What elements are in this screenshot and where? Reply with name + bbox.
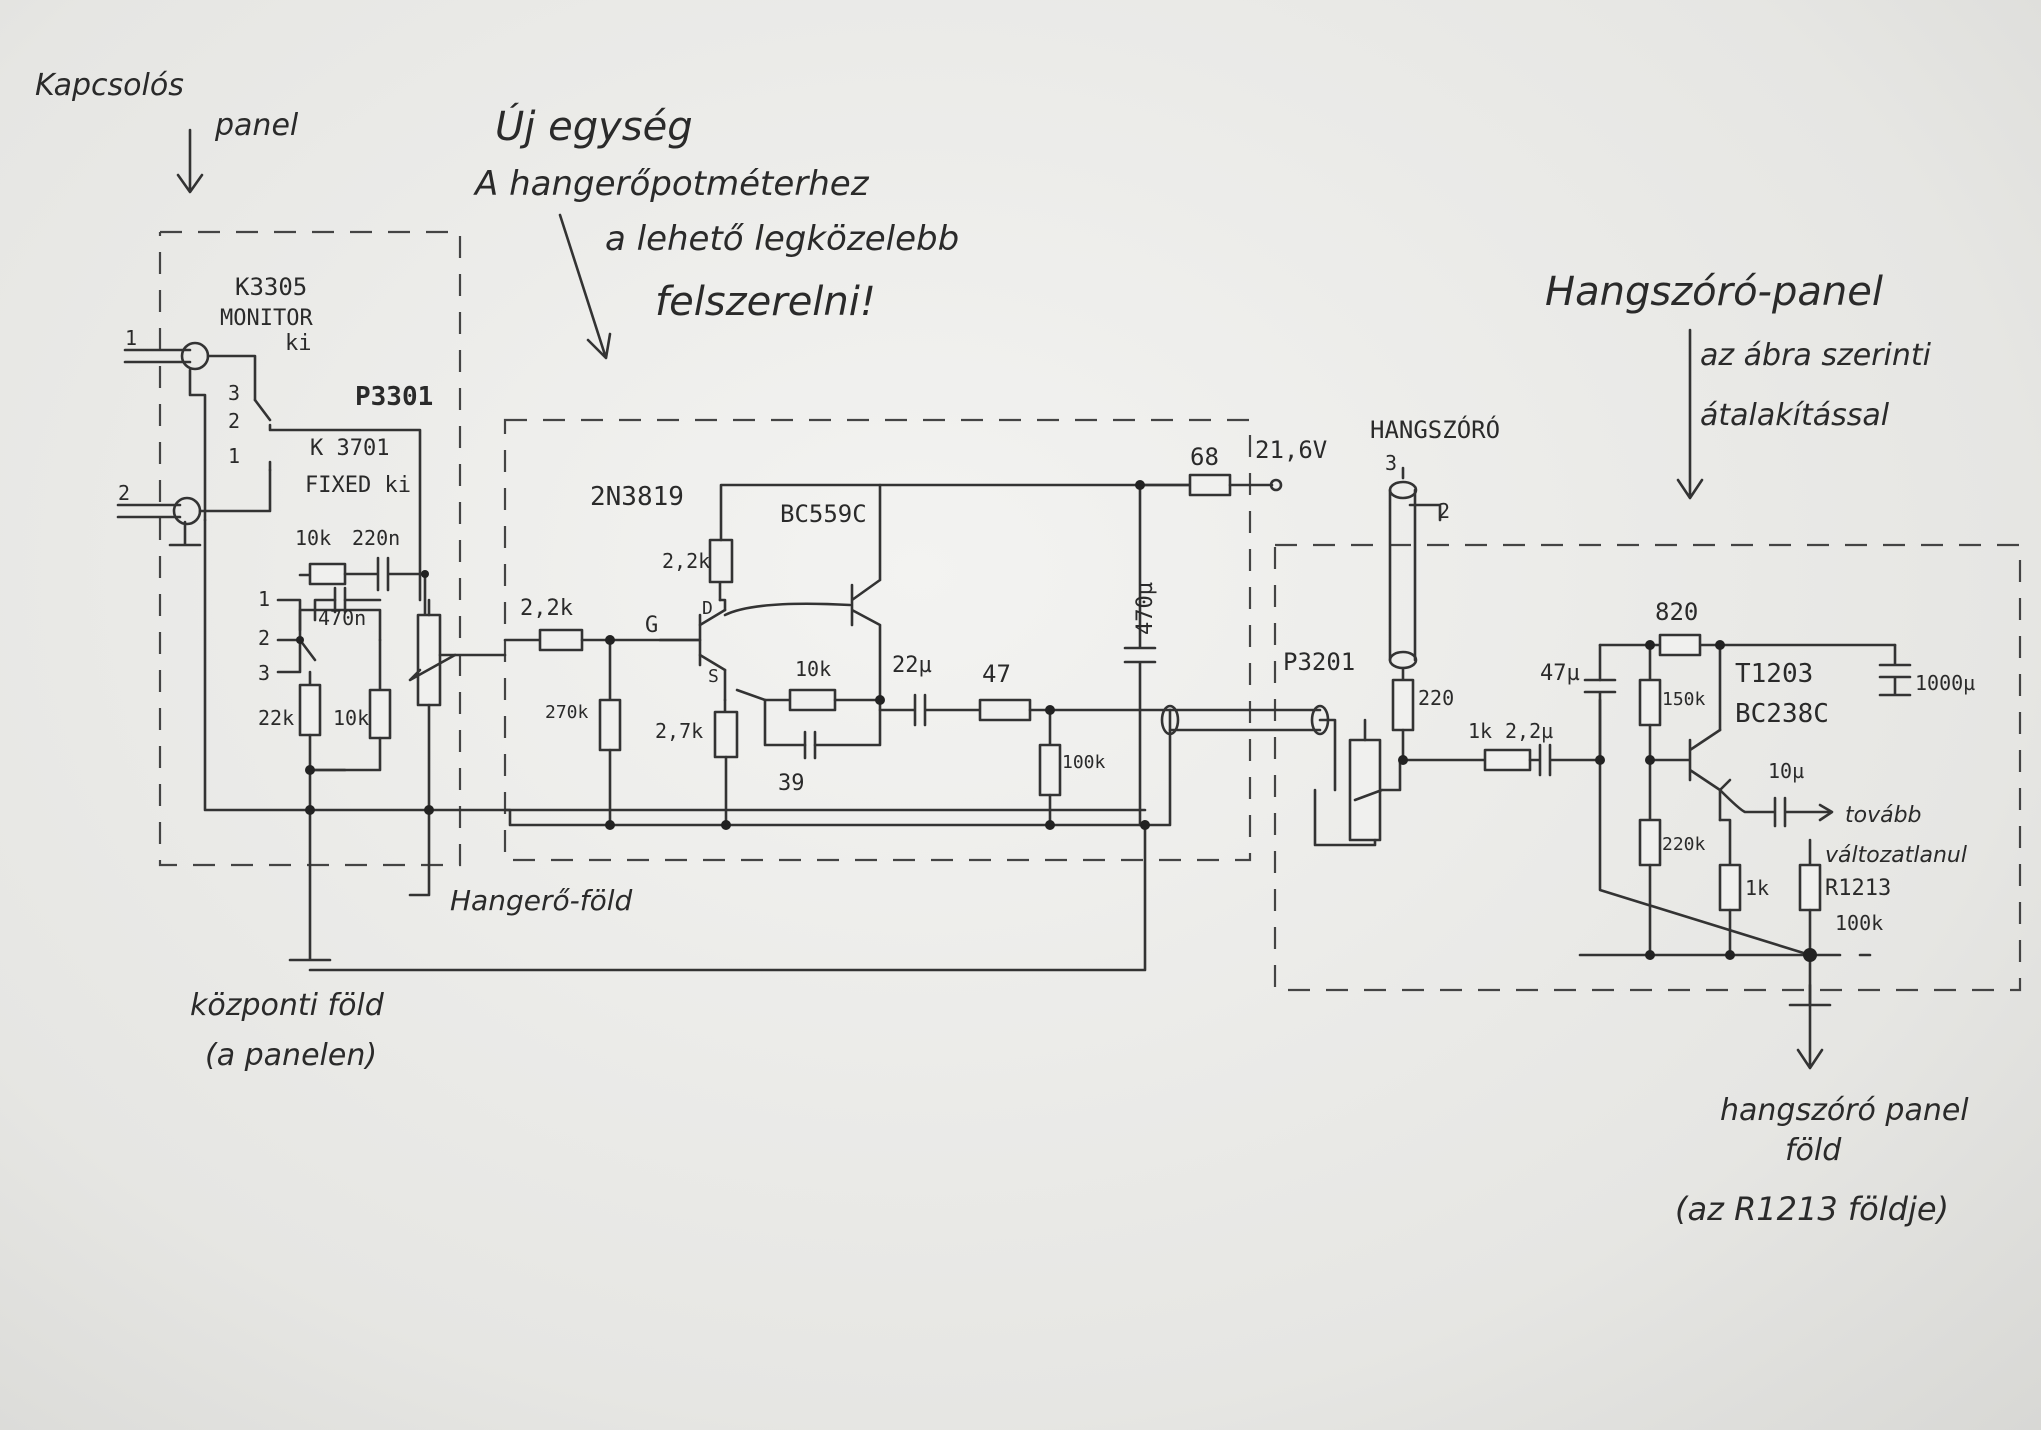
label-spk-pin3: 3 (1385, 451, 1397, 475)
label-r2-7k: 2,7k (655, 719, 703, 743)
label-2n3819: 2N3819 (590, 482, 684, 512)
hangszoro-line3: átalakítással (1700, 398, 1890, 433)
label-pot-pin2: 2 (258, 626, 270, 650)
label-sw-pin3: 3 (228, 381, 240, 405)
label-r820: 820 (1655, 598, 1698, 626)
annotation-hangszoro-fold: hangszóró panel föld (az R1213 földje) (1675, 1093, 1969, 1228)
uj-egyseg-boundary (503, 418, 1252, 862)
label-r22k: 22k (258, 706, 294, 730)
label-p3201: P3201 (1283, 648, 1355, 676)
label-spk-pin2: 2 (1438, 499, 1450, 523)
label-hangszoro: HANGSZÓRÓ (1370, 414, 1500, 444)
hangero-fold-label: Hangerő-föld (450, 884, 632, 917)
arrow-kapcsolo (176, 128, 204, 194)
annotation-uj-egyseg: Új egység A hangerőpotméterhez a lehető … (473, 102, 959, 325)
label-c39: 39 (778, 771, 805, 796)
kapcsolo-line2: panel (214, 108, 299, 143)
label-r100k-b: 100k (1835, 911, 1883, 935)
label-r68: 68 (1190, 443, 1219, 471)
label-c47u: 47µ (1540, 661, 1580, 686)
annotation-hangszoro: Hangszóró-panel az ábra szerinti átalakí… (1545, 269, 1932, 433)
label-drain: D (702, 598, 713, 619)
hangszoro-line2: az ábra szerinti (1700, 338, 1932, 373)
uj-line1: Új egység (495, 102, 693, 150)
junction-dots-mid (605, 480, 1150, 830)
label-r2-2k-in: 2,2k (520, 596, 573, 621)
hsz-fold-line1: hangszóró panel (1720, 1093, 1969, 1128)
junction-dots-left (296, 570, 434, 815)
panel-boundaries (158, 230, 2022, 992)
label-sw-pin2: 2 (228, 409, 240, 433)
label-r1k-in: 1k (1468, 719, 1492, 743)
label-c10u: 10µ (1768, 759, 1804, 783)
label-c22u: 22µ (892, 653, 932, 678)
label-sw-pin1: 1 (228, 444, 240, 468)
label-r10k-top: 10k (295, 526, 331, 550)
uj-line3: a lehető legközelebb (605, 219, 959, 259)
uj-line2: A hangerőpotméterhez (473, 164, 870, 204)
label-c470u: 470µ (1133, 582, 1158, 635)
label-r150k: 150k (1662, 689, 1706, 710)
label-fixed: FIXED ki (305, 473, 411, 498)
label-c1000u: 1000µ (1915, 671, 1975, 695)
annotation-kapcsolo: Kapcsolós panel (35, 68, 299, 143)
label-r100k: 100k (1062, 752, 1106, 773)
label-r270k: 270k (545, 702, 589, 723)
label-jack1: 1 (125, 326, 137, 350)
label-c220n: 220n (352, 526, 400, 550)
label-r1213: R1213 (1825, 876, 1891, 901)
label-r2-2k-drain: 2,2k (662, 549, 710, 573)
left-panel-wiring (116, 341, 1147, 962)
label-pot-pin3: 3 (258, 661, 270, 685)
label-gate: G (645, 613, 658, 638)
label-pot-pin1: 1 (258, 587, 270, 611)
label-bc559c: BC559C (780, 500, 867, 528)
kapcsolo-line1: Kapcsolós (35, 68, 184, 103)
arrow-uj (558, 213, 612, 360)
label-c470n: 470n (318, 606, 366, 630)
label-bc238c: BC238C (1735, 699, 1829, 729)
label-jack2: 2 (118, 481, 130, 505)
arrow-hangszoro (1676, 328, 1704, 500)
hangszoro-line1: Hangszóró-panel (1545, 269, 1883, 315)
annotation-kozponti-fold: központi föld (a panelen) (190, 988, 385, 1073)
uj-line4: felszerelni! (655, 279, 876, 325)
tovabb-line2: változatlanul (1825, 843, 1967, 868)
label-monitor: MONITOR (220, 306, 313, 331)
kozponti-line1: központi föld (190, 988, 385, 1023)
label-t1203: T1203 (1735, 659, 1813, 689)
label-r47: 47 (982, 660, 1011, 688)
hangszoro-panel-boundary (1273, 543, 2022, 992)
tovabb-line1: tovább (1845, 803, 1922, 828)
label-k3701: K 3701 (310, 436, 389, 461)
label-c2-2u: 2,2µ (1505, 719, 1553, 743)
label-r10k-fb: 10k (795, 657, 831, 681)
label-r220k: 220k (1662, 834, 1706, 855)
label-source: S (708, 666, 719, 687)
label-r1k: 1k (1745, 876, 1769, 900)
component-labels: K3305 MONITOR ki P3301 K 3701 FIXED ki 3… (118, 273, 1975, 935)
kapcsolo-panel-boundary (158, 230, 462, 867)
kozponti-line2: (a panelen) (205, 1038, 377, 1073)
annotation-tovabb: tovább változatlanul (1825, 803, 1967, 868)
label-21-6v: 21,6V (1255, 436, 1327, 464)
label-ki: ki (285, 331, 312, 356)
junction-dots-right (1398, 640, 1817, 962)
hsz-fold-line3: (az R1213 földje) (1675, 1190, 1949, 1228)
speaker-panel-wiring (1313, 466, 1912, 1007)
hsz-fold-line2: föld (1785, 1133, 1842, 1168)
label-k3305: K3305 (235, 273, 307, 301)
label-r220: 220 (1418, 686, 1454, 710)
label-p3301: P3301 (355, 382, 433, 412)
label-r10k-left: 10k (333, 706, 369, 730)
shielded-cable (1160, 704, 1337, 792)
